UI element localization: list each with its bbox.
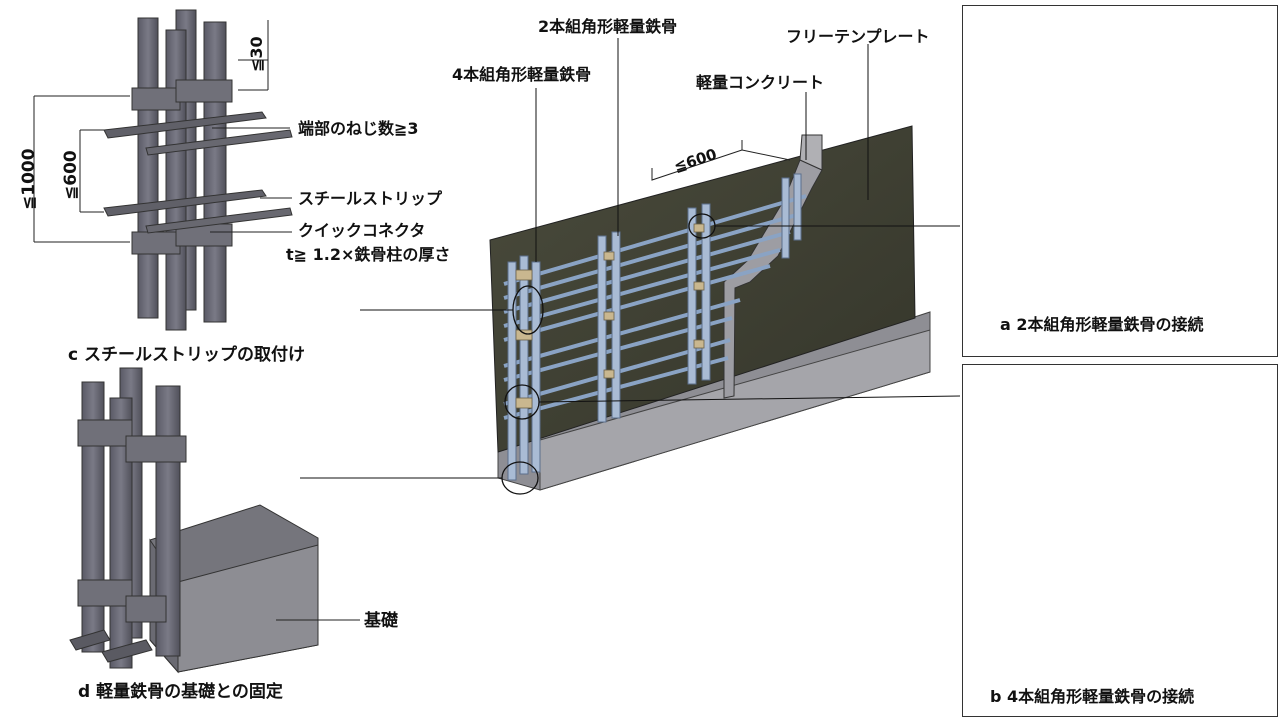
panel-a-caption: a 2本組角形軽量鉄骨の接続 (1000, 315, 1204, 334)
label-steel-strip: スチールストリップ (298, 189, 443, 208)
label-2col-steel: 2本組角形軽量鉄骨 (538, 17, 677, 36)
dim-600-detail: ≦600 (61, 150, 81, 200)
label-free-template: フリーテンプレート (786, 27, 930, 46)
dim-1000: ≦1000 (19, 148, 39, 210)
label-quick-connector: クイックコネクタ (298, 221, 425, 240)
detail-d-title: d 軽量鉄骨の基礎との固定 (78, 681, 283, 702)
main-wall-drawing (300, 38, 961, 495)
panel-b-caption: b 4本組角形軽量鉄骨の接続 (990, 687, 1195, 706)
detail-c-title: c スチールストリップの取付け (68, 344, 305, 365)
label-light-concrete: 軽量コンクリート (696, 73, 824, 92)
label-screws: 端部のねじ数≧3 (298, 119, 419, 138)
detail-c-drawing (33, 9, 293, 331)
dim-30: ≦30 (247, 36, 266, 72)
dim-600-main: ≦600 (672, 145, 719, 176)
label-4col-steel: 4本組角形軽量鉄骨 (452, 65, 591, 84)
label-foundation: 基礎 (363, 610, 399, 631)
panel-a (962, 5, 1278, 357)
label-thickness: t≧ 1.2×鉄骨柱の厚さ (286, 245, 450, 264)
detail-d-drawing (69, 367, 360, 674)
panel-b (962, 364, 1278, 717)
